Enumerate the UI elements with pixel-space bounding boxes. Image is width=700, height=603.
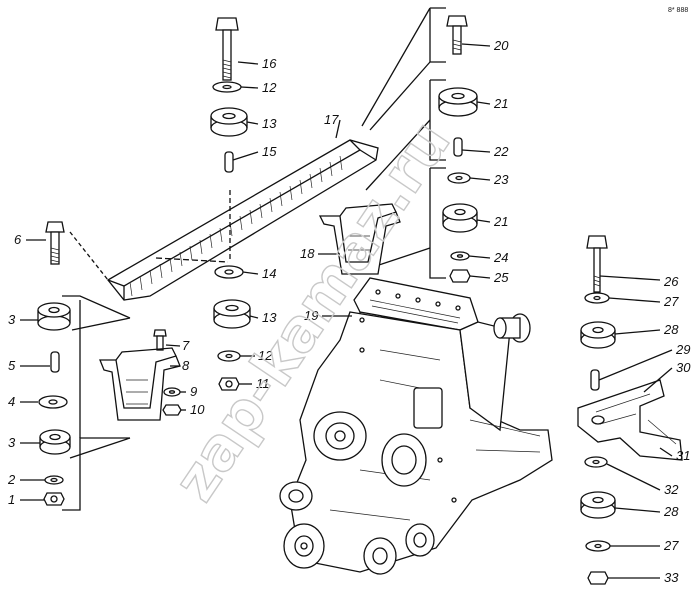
part-label-15: 15 [262,144,277,159]
pin-icon [453,137,463,157]
flange-icon [493,313,531,343]
bolt-icon [586,235,608,293]
flange-icon [363,537,397,575]
part-label-13: 13 [262,310,277,325]
rubber-cushion-icon [442,203,478,233]
washer-icon [584,292,610,304]
left-bracket-assembly: 7 8 9 10 [99,329,205,421]
upper-right-mount-stack: 20 21 22 23 21 24 25 [361,7,509,285]
rubber-cushion-icon [37,302,71,331]
pin-icon [590,369,600,391]
right-mount-stack: 26 27 28 29 30 31 32 28 27 33 [577,235,691,585]
part-label-3: 3 [8,435,16,450]
nut-icon [449,269,471,283]
part-label-7: 7 [182,338,190,353]
left-mount-stack: 3 5 4 3 2 1 [7,295,131,511]
part-label-4: 4 [8,394,15,409]
group-bracket-line [62,295,131,319]
nut-icon [218,377,240,391]
pin-icon [50,351,60,373]
rubber-cushion-icon [210,107,248,137]
part-label-19: 19 [304,308,318,323]
group-bracket-line [69,437,131,459]
part-label-18: 18 [300,246,315,261]
part-label-21: 21 [493,96,508,111]
part-label-12: 12 [258,348,273,363]
part-label-23: 23 [493,172,509,187]
rubber-cushion-icon [213,299,251,329]
bracket-icon [318,203,401,275]
part-label-32: 32 [664,482,679,497]
washer-icon [585,540,611,552]
washer-icon [450,251,470,261]
rubber-cushion-icon [580,491,616,519]
part-label-33: 33 [664,570,679,585]
part-label-26: 26 [663,274,679,289]
part-label-8: 8 [182,358,190,373]
nut-icon [587,571,609,585]
part-label-9: 9 [190,384,197,399]
part-label-25: 25 [493,270,509,285]
group-bracket-line [62,437,130,511]
washer-icon [44,475,64,485]
part-label-29: 29 [675,342,690,357]
bracket-icon [577,379,683,461]
washer-icon [214,265,244,279]
washer-icon [38,395,68,409]
rubber-cushion-icon [438,87,478,117]
part-label-2: 2 [7,472,16,487]
flange-icon [283,523,325,569]
part-label-10: 10 [190,402,205,417]
part-label-17: 17 [324,112,339,127]
transfer-case-icon [279,277,553,575]
nut-icon [162,404,182,416]
part-label-5: 5 [8,358,16,373]
part-label-27: 27 [663,538,679,553]
rubber-cushion-icon [580,321,616,349]
part-label-11: 11 [256,376,270,391]
washer-icon [217,350,241,362]
part-label-1: 1 [8,492,15,507]
frame-rail [69,139,379,301]
flange-icon [313,411,367,461]
part-label-21: 21 [493,214,508,229]
center-mount-stack: 16 12 13 15 14 13 12 11 [210,17,277,391]
part-label-3: 3 [8,312,16,327]
bolt-icon [153,329,167,351]
washer-icon [212,81,242,93]
washer-icon [447,172,471,184]
washer-icon [163,387,181,397]
part-label-14: 14 [262,266,276,281]
part-label-28: 28 [663,322,679,337]
flange-icon [405,523,435,557]
part-label-30: 30 [676,360,691,375]
part-label-31: 31 [676,448,690,463]
part-label-22: 22 [493,144,509,159]
part-label-12: 12 [262,80,277,95]
group-bracket-line [71,317,131,331]
nut-icon [43,492,65,506]
flange-icon [279,481,313,511]
part-label-13: 13 [262,116,277,131]
part-label-20: 20 [493,38,509,53]
part-label-16: 16 [262,56,277,71]
washer-icon [584,456,608,468]
pin-icon [224,151,234,173]
bolt-icon [45,221,65,265]
part-label-27: 27 [663,294,679,309]
bolt-icon [215,17,239,81]
part-label-24: 24 [493,250,508,265]
part-label-28: 28 [663,504,679,519]
part-label-6: 6 [14,232,22,247]
corner-code: 8* 888 [668,7,688,14]
rubber-cushion-icon [39,429,71,455]
bolt-icon [446,15,468,55]
